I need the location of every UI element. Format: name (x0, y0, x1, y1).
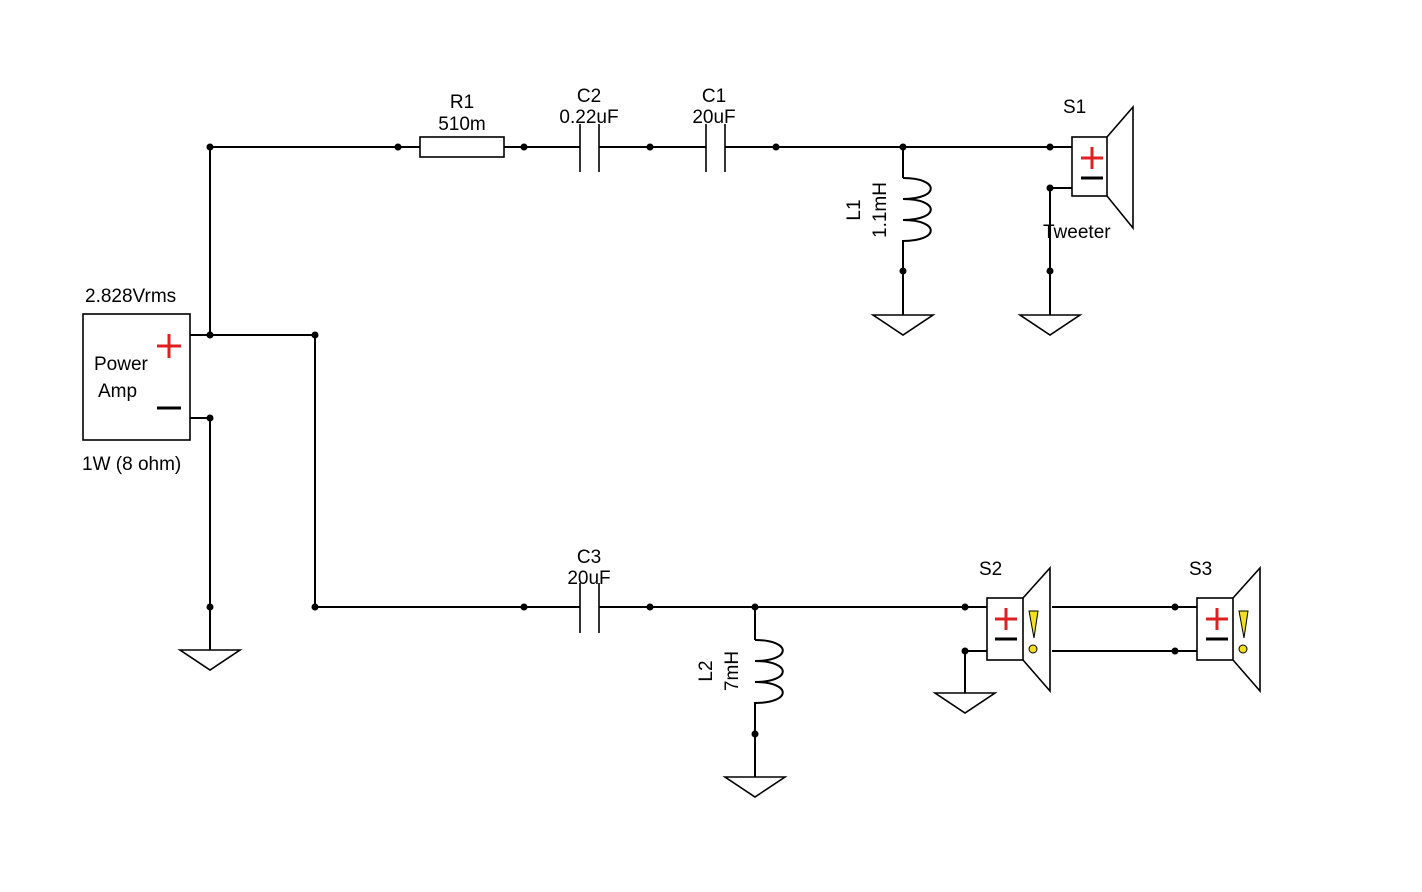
power-amp-voltage: 2.828Vrms (85, 286, 176, 307)
warning-icon (1238, 610, 1249, 639)
junction-dot (646, 143, 654, 151)
resistor-r1[interactable]: R1 510m (419, 92, 505, 158)
speaker-cone (1022, 565, 1051, 694)
inductor-l1[interactable]: L1 1.1mH (844, 177, 932, 242)
inductor-coil (754, 639, 784, 704)
c3-value: 20uF (567, 568, 610, 589)
junction-dot (311, 603, 319, 611)
r1-name: R1 (450, 92, 474, 113)
power-amp[interactable]: Power Amp 2.828Vrms 1W (8 ohm) (82, 286, 191, 475)
junctions (206, 143, 1179, 738)
inductor-l2[interactable]: L2 7mH (696, 639, 784, 704)
c2-name: C2 (577, 86, 601, 107)
c1-value: 20uF (692, 107, 735, 128)
junction-dot (206, 143, 214, 151)
l2-name: L2 (696, 660, 717, 681)
junction-dot (899, 143, 907, 151)
wires (190, 146, 1197, 777)
junction-dot (206, 414, 214, 422)
warning-icon (1028, 644, 1038, 654)
c2-value: 0.22uF (559, 107, 618, 128)
l2-value: 7mH (722, 651, 743, 691)
speaker-s3[interactable]: S3 (1189, 559, 1261, 694)
s1-label: Tweeter (1043, 222, 1111, 243)
grounds (177, 314, 1083, 798)
junction-dot (311, 331, 319, 339)
speaker-s2[interactable]: S2 (979, 559, 1051, 694)
l1-value: 1.1mH (870, 182, 891, 238)
junction-dot (646, 603, 654, 611)
junction-dot (1171, 603, 1179, 611)
power-amp-line2: Amp (98, 381, 137, 402)
r1-value: 510m (438, 114, 486, 135)
ground-icon (870, 314, 936, 336)
junction-dot (1046, 267, 1054, 275)
warning-icon (1028, 610, 1039, 639)
power-amp-line1: Power (94, 354, 149, 375)
junction-dot (751, 730, 759, 738)
l1-name: L1 (844, 199, 865, 220)
s1-name: S1 (1063, 97, 1086, 118)
ground-icon (722, 776, 788, 798)
capacitor-c3[interactable]: C3 20uF (567, 547, 611, 633)
capacitor-c1[interactable]: C1 20uF (692, 86, 736, 172)
ground-icon (177, 649, 243, 671)
power-amp-rating: 1W (8 ohm) (82, 454, 181, 475)
junction-dot (206, 331, 214, 339)
power-amp-body (82, 313, 191, 441)
capacitor-c2[interactable]: C2 0.22uF (559, 86, 619, 172)
junction-dot (394, 143, 402, 151)
speaker-magnet (1196, 597, 1234, 661)
s2-name: S2 (979, 559, 1002, 580)
junction-dot (1171, 647, 1179, 655)
junction-dot (206, 603, 214, 611)
speaker-s1[interactable]: S1 Tweeter (1043, 97, 1134, 243)
junction-dot (520, 143, 528, 151)
junction-dot (1046, 184, 1054, 192)
junction-dot (772, 143, 780, 151)
warning-icon (1238, 644, 1248, 654)
junction-dot (961, 603, 969, 611)
junction-dot (1046, 143, 1054, 151)
c3-name: C3 (577, 547, 601, 568)
speaker-cone (1106, 104, 1134, 231)
junction-dot (899, 267, 907, 275)
s3-name: S3 (1189, 559, 1212, 580)
speaker-cone (1232, 565, 1261, 694)
junction-dot (751, 603, 759, 611)
ground-icon (1017, 314, 1083, 336)
junction-dot (961, 647, 969, 655)
junction-dot (520, 603, 528, 611)
ground-icon (932, 692, 998, 714)
resistor-body (419, 136, 505, 158)
inductor-coil (902, 177, 932, 242)
speaker-magnet (1071, 136, 1108, 197)
c1-name: C1 (702, 86, 726, 107)
